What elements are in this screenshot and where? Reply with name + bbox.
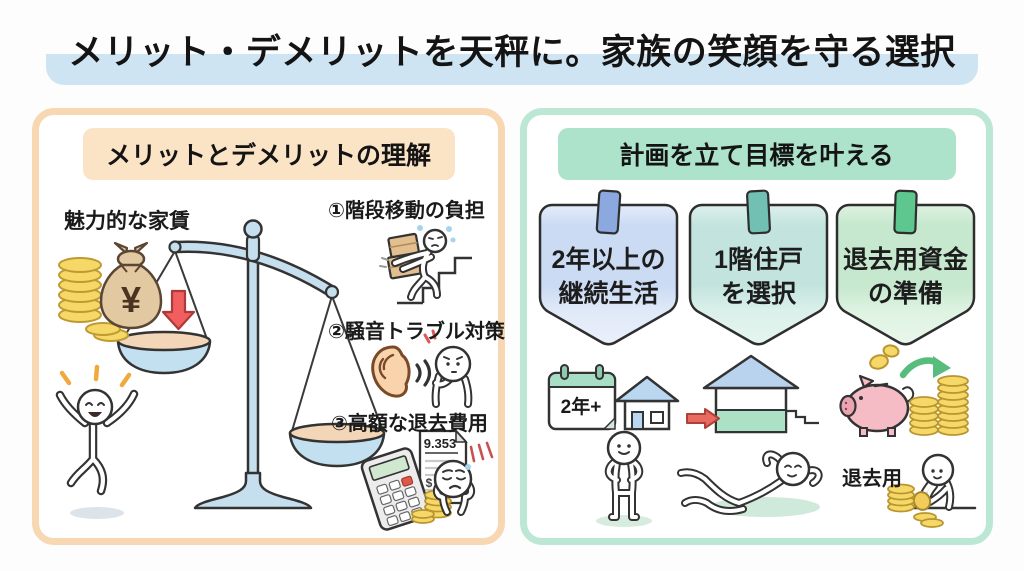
coin-stack-illustration [58,257,102,323]
banner-2years-line2: 継続生活 [558,279,658,308]
title-highlight-band: メリット・デメリットを天秤に。家族の笑顔を守る選択 [46,20,978,85]
banner-moveout-funds: 退去用資金 の準備 [835,189,976,346]
calendar-icon: 2年+ [547,364,617,431]
merits-illustration: ¥ [39,219,494,531]
banner-2years: 2年以上の 継続生活 [538,189,679,346]
relaxing-person-illustration [681,453,820,517]
down-arrow-icon [161,289,196,331]
right-panel-header: 計画を立て目標を叶える [557,128,956,180]
demerit-item-3: ③高額な退去費用 [331,413,488,435]
calendar-label: 2年+ [561,395,602,418]
calculator-receipt-illustration: 9.353 $ [360,428,468,531]
banner-first-floor-line2: を選択 [721,280,797,308]
banner-first-floor-line1: 1階住戸 [714,245,803,274]
banner-moveout-line1: 退去用資金 [843,245,969,274]
worried-person-illustration [423,329,470,404]
stairs-person-illustration [379,225,472,305]
merit-label: 魅力的な家賃 [64,210,190,233]
banner-2years-line1: 2年以上の [552,245,666,274]
house-cross-section-illustration [686,354,819,434]
demerit-item-1: ①階段移動の負担 [328,200,485,222]
receipt-amount: 9.353 [424,436,457,451]
left-panel-header: メリットとデメリットの理解 [82,128,455,180]
balance-scale-illustration [116,219,386,510]
receipt-currency: $ [426,476,433,490]
moveout-label: 退去用 [842,466,902,490]
small-coins-illustration [85,322,129,342]
plan-illustration: 2年以上の 継続生活 1階住戸 を選択 退去用資金 の準備 [538,189,977,528]
demerit-item-2: ②騒音トラブル対策 [328,321,505,343]
savings-coin-stacks [909,375,969,436]
banner-first-floor: 1階住戸 を選択 [688,189,829,346]
standing-person-illustration [596,430,652,527]
first-floor-arrow-icon [686,408,720,429]
happy-person-illustration [60,364,134,519]
piggy-bank-illustration [839,344,969,437]
counting-person-illustration: 退去用 [842,453,977,528]
planning-panel: 計画を立て目標を叶える [520,108,993,545]
yen-symbol: ¥ [121,279,141,320]
banner-moveout-line2: の準備 [868,279,943,308]
main-title-text: メリット・デメリットを天秤に。家族の笑顔を守る選択 [68,33,956,72]
ear-noise-illustration [371,345,432,398]
sad-person-illustration [435,441,494,512]
small-house-icon [614,375,680,431]
main-title: メリット・デメリットを天秤に。家族の笑顔を守る選択 [0,20,1024,85]
money-bag-illustration: ¥ [99,241,163,330]
merits-demerits-panel: メリットとデメリットの理解 [32,108,505,545]
